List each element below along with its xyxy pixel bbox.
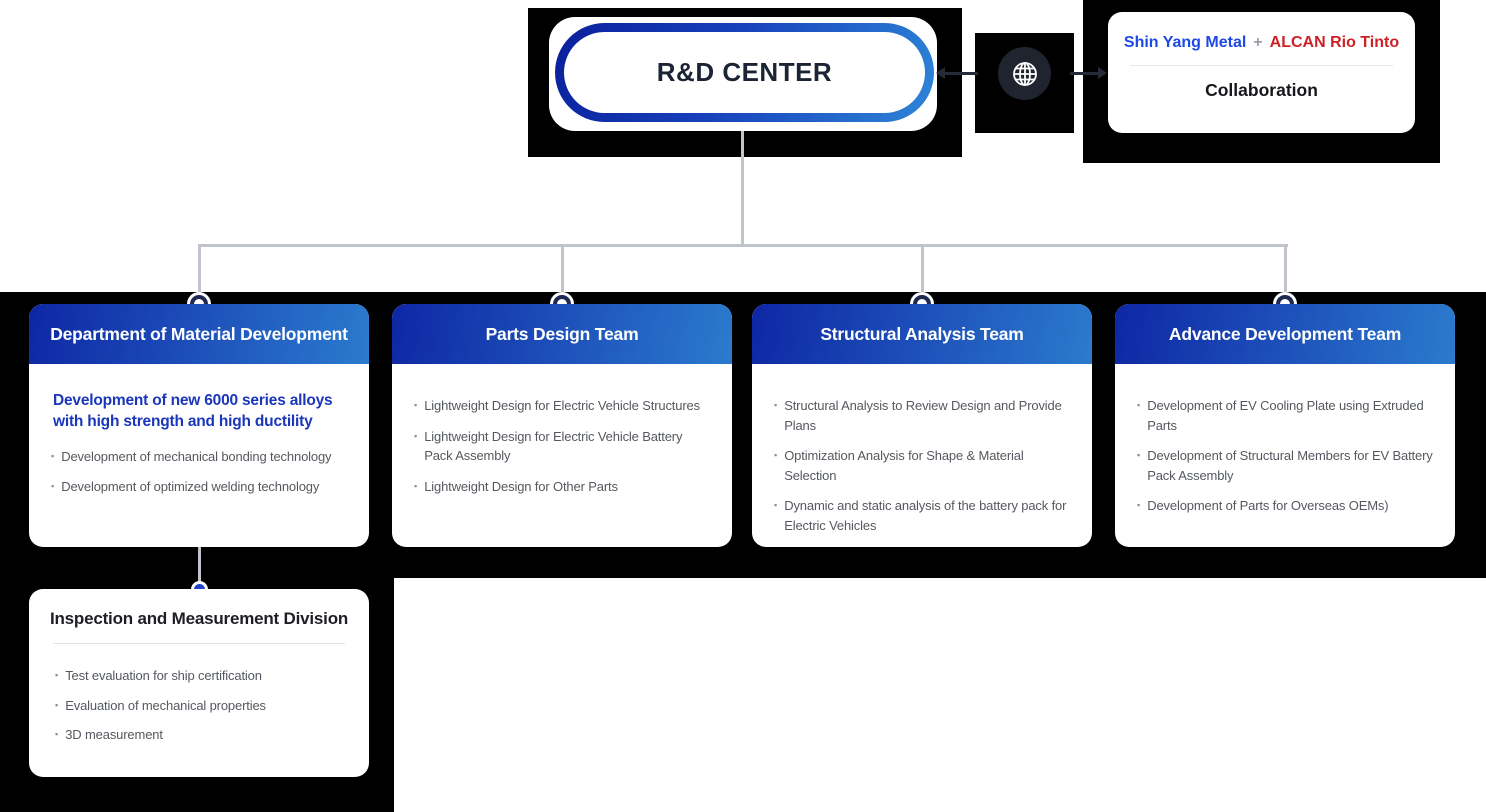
list-item-text: Structural Analysis to Review Design and… (784, 398, 1062, 433)
list-item-text: Lightweight Design for Other Parts (424, 478, 618, 494)
card-item-list: ▪ Structural Analysis to Review Design a… (774, 396, 1074, 535)
card-header: Parts Design Team (392, 304, 732, 364)
globe-badge (998, 47, 1051, 100)
connector-drop-3 (921, 244, 924, 297)
list-item: ▪ Development of Parts for Overseas OEMs… (1137, 496, 1437, 516)
list-item-text: Dynamic and static analysis of the batte… (784, 498, 1067, 533)
list-item: ▪ Development of Structural Members for … (1137, 446, 1437, 485)
square-bullet-icon: ▪ (1137, 400, 1141, 410)
square-bullet-icon: ▪ (55, 699, 59, 710)
partner-secondary: ALCAN Rio Tinto (1269, 34, 1400, 51)
partner-primary: Shin Yang Metal (1123, 34, 1247, 51)
card-header: Department of Material Development (29, 304, 369, 364)
connector-drop-2 (561, 244, 564, 297)
list-item-text: Lightweight Design for Electric Vehicle … (424, 398, 700, 413)
list-item: ▪ Lightweight Design for Other Parts (414, 477, 714, 497)
card-item-list: ▪ Development of mechanical bonding tech… (51, 447, 351, 497)
card-body: Development of new 6000 series alloys wi… (29, 364, 369, 497)
square-bullet-icon: ▪ (55, 670, 59, 680)
inspection-title: Inspection and Measurement Division (49, 609, 349, 628)
card-parts-design: Parts Design Team ▪ Lightweight Design f… (392, 304, 732, 547)
card-advance-development: Advance Development Team ▪ Development o… (1115, 304, 1455, 547)
card-highlight-text: Development of new 6000 series alloys wi… (53, 392, 333, 431)
list-item: ▪ Evaluation of mechanical properties (55, 696, 351, 716)
card-header: Structural Analysis Team (752, 304, 1092, 364)
list-item-text: Lightweight Design for Electric Vehicle … (424, 428, 683, 464)
list-item-text: Test evaluation for ship certification (65, 668, 262, 683)
list-item-text: 3D measurement (65, 727, 163, 742)
rnd-center-pill-inner: R&D CENTER (564, 32, 925, 113)
card-title: Department of Material Development (50, 323, 348, 344)
arrow-right-icon (1098, 67, 1107, 79)
card-structural-analysis: Structural Analysis Team ▪ Structural An… (752, 304, 1092, 547)
arrow-left-icon (936, 67, 945, 79)
list-item-text: Development of Structural Members for EV… (1147, 448, 1433, 483)
list-item-text: Development of mechanical bonding techno… (61, 448, 332, 464)
list-item-text: Optimization Analysis for Shape & Materi… (784, 448, 1024, 483)
rnd-center-pill: R&D CENTER (555, 23, 934, 122)
card-body: ▪ Development of EV Cooling Plate using … (1115, 364, 1455, 516)
card-item-list: ▪ Development of EV Cooling Plate using … (1137, 396, 1437, 516)
square-bullet-icon: ▪ (414, 480, 418, 491)
collaboration-partners: Shin Yang Metal + ALCAN Rio Tinto (1108, 34, 1415, 52)
card-title: Structural Analysis Team (820, 323, 1024, 344)
rnd-center-label: R&D CENTER (656, 57, 833, 87)
list-item: ▪ Optimization Analysis for Shape & Mate… (774, 446, 1074, 485)
plus-sign: + (1253, 34, 1263, 51)
inspection-divider (53, 643, 345, 644)
card-inspection-division: Inspection and Measurement Division ▪ Te… (29, 589, 369, 777)
card-header: Advance Development Team (1115, 304, 1455, 364)
connector-root-vertical (741, 130, 744, 244)
card-body: ▪ Structural Analysis to Review Design a… (752, 364, 1092, 535)
list-item-text: Development of optimized welding technol… (61, 479, 320, 495)
list-item: ▪ Development of optimized welding techn… (51, 477, 351, 497)
square-bullet-icon: ▪ (1137, 500, 1141, 510)
connector-horizontal-bus (198, 244, 1288, 247)
square-bullet-icon: ▪ (51, 481, 55, 492)
list-item: ▪ Development of EV Cooling Plate using … (1137, 396, 1437, 435)
inspection-item-list: ▪ Test evaluation for ship certification… (29, 644, 369, 745)
list-item: ▪ Dynamic and static analysis of the bat… (774, 496, 1074, 535)
collaboration-box: Shin Yang Metal + ALCAN Rio Tinto Collab… (1108, 12, 1415, 133)
square-bullet-icon: ▪ (55, 729, 59, 739)
connector-drop-1 (198, 244, 201, 297)
square-bullet-icon: ▪ (51, 450, 55, 461)
list-item: ▪ 3D measurement (55, 725, 351, 745)
square-bullet-icon: ▪ (414, 400, 418, 410)
card-item-list: ▪ Lightweight Design for Electric Vehicl… (414, 396, 714, 496)
square-bullet-icon: ▪ (774, 500, 778, 510)
list-item-text: Development of EV Cooling Plate using Ex… (1147, 398, 1424, 433)
square-bullet-icon: ▪ (774, 450, 778, 460)
globe-icon (1012, 61, 1037, 86)
list-item: ▪ Development of mechanical bonding tech… (51, 447, 351, 467)
collaboration-divider (1130, 65, 1393, 66)
card-body: ▪ Lightweight Design for Electric Vehicl… (392, 364, 732, 496)
list-item-text: Evaluation of mechanical properties (65, 697, 266, 713)
list-item: ▪ Structural Analysis to Review Design a… (774, 396, 1074, 435)
square-bullet-icon: ▪ (414, 430, 418, 441)
square-bullet-icon: ▪ (1137, 450, 1141, 460)
card-title: Advance Development Team (1168, 323, 1402, 344)
arrow-line-right (1070, 72, 1100, 75)
card-material-development: Department of Material Development Devel… (29, 304, 369, 547)
list-item: ▪ Test evaluation for ship certification (55, 666, 351, 686)
arrow-line-left (944, 72, 978, 75)
connector-drop-4 (1284, 244, 1287, 297)
list-item: ▪ Lightweight Design for Electric Vehicl… (414, 396, 714, 416)
list-item-text: Development of Parts for Overseas OEMs) (1147, 498, 1389, 513)
connector-inspection-vertical (198, 547, 201, 589)
list-item: ▪ Lightweight Design for Electric Vehicl… (414, 427, 714, 466)
collaboration-label: Collaboration (1205, 80, 1318, 100)
square-bullet-icon: ▪ (774, 400, 778, 410)
card-title: Parts Design Team (485, 323, 639, 344)
